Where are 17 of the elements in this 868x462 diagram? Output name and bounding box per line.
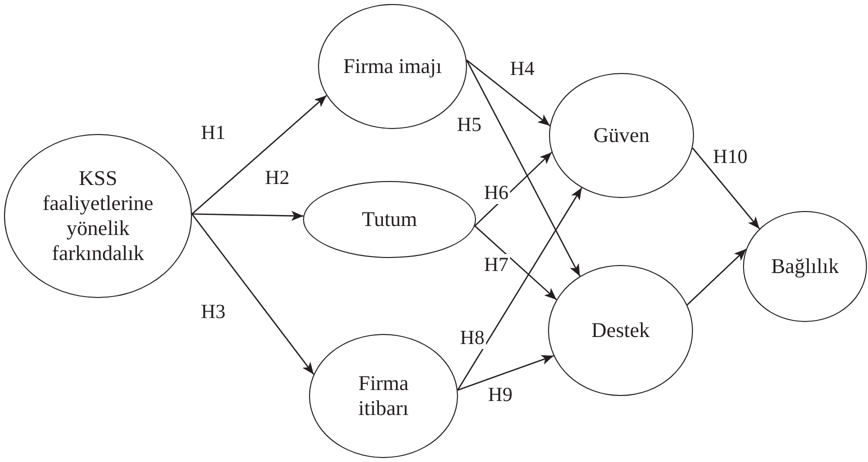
node-label: Firma itibarı xyxy=(357,371,410,421)
arrow xyxy=(457,187,582,390)
arrow xyxy=(692,148,760,230)
arrow xyxy=(191,214,314,375)
node-label: Destek xyxy=(591,318,650,343)
arrow xyxy=(192,94,327,214)
arrow xyxy=(466,60,550,126)
node-label: Firma imajı xyxy=(343,54,442,79)
node-label: Güven xyxy=(594,123,650,148)
arrow xyxy=(192,210,304,221)
arrow xyxy=(457,355,554,391)
arrow xyxy=(686,248,747,306)
arrow xyxy=(466,60,580,277)
node-label: Bağlılık xyxy=(771,254,839,279)
arrow xyxy=(474,225,557,300)
node-label: KSS faaliyetlerine yönelik farkındalık xyxy=(42,166,154,266)
node-label: Tutum xyxy=(362,207,418,232)
